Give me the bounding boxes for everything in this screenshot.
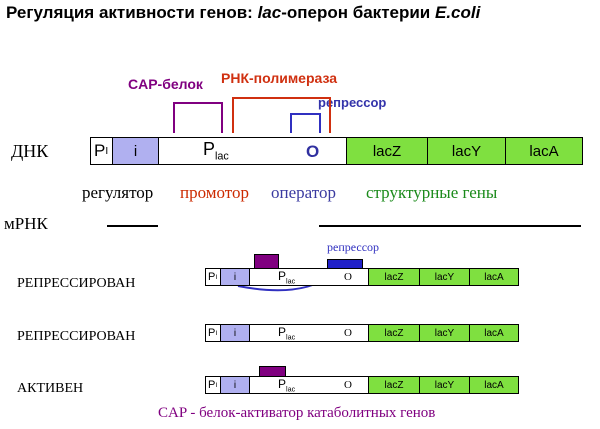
row3-i-gene: i	[221, 377, 250, 393]
row1-plac-sub: lac	[286, 276, 296, 286]
row1-laca-label: lacA	[484, 271, 504, 283]
row2-plac-letter: P	[278, 325, 287, 339]
plac-sub: lac	[215, 150, 229, 163]
i-gene-label: i	[133, 142, 138, 160]
repressor-bracket	[290, 113, 321, 133]
row3-i-label: i	[233, 379, 237, 391]
row3-lacz: lacZ	[369, 377, 420, 393]
row3-plac-letter: P	[278, 377, 287, 391]
row3-lacy: lacY	[420, 377, 470, 393]
mrna-line-regulator	[107, 225, 158, 227]
laca-label: lacA	[529, 142, 559, 160]
mrna-line-structural	[319, 225, 581, 227]
state-label-3: АКТИВЕН	[17, 381, 84, 396]
region-promoter-label: промотор	[180, 183, 250, 202]
segment-promoter-operator: Plac O	[159, 138, 347, 164]
page-title: Регуляция активности генов: lac-оперон б…	[6, 3, 480, 23]
row1-operator: O	[344, 271, 352, 283]
segment-lacz: lacZ	[347, 138, 428, 164]
row3-plac: Plac	[278, 377, 295, 393]
mrna-label: мРНК	[4, 214, 48, 233]
row3-plac-sub: lac	[286, 384, 296, 394]
region-structural-label: структурные гены	[366, 183, 498, 202]
row2-lacz: lacZ	[369, 325, 420, 341]
row2-plac-sub: lac	[286, 332, 296, 342]
row2-lacz-label: lacZ	[384, 327, 404, 339]
row2-i-label: i	[233, 327, 237, 339]
row1-lacz-label: lacZ	[384, 271, 404, 283]
operator-o-label: O	[306, 142, 320, 161]
cap-protein-label: CAP-белок	[128, 76, 203, 92]
segment-i-gene: i	[113, 138, 159, 164]
row2-plac: Plac	[278, 325, 295, 341]
row1-plac-letter: P	[278, 269, 287, 283]
row2-laca-label: lacA	[484, 327, 504, 339]
repressor-label: репрессор	[318, 95, 387, 110]
row2-lacy-label: lacY	[434, 327, 455, 339]
segment-laca: lacA	[506, 138, 582, 164]
row1-promoter-operator: Plac O	[250, 269, 369, 285]
segment-lacy: lacY	[428, 138, 506, 164]
row1-i-label: i	[233, 271, 237, 283]
small-repressor-label: репрессор	[327, 240, 380, 254]
row3-lacy-label: lacY	[434, 379, 455, 391]
row2-pi-sub: I	[215, 329, 218, 337]
row2-lacy: lacY	[420, 325, 470, 341]
row3-lacz-label: lacZ	[384, 379, 404, 391]
title-lac: lac	[257, 3, 282, 22]
row1-lacz: lacZ	[369, 269, 420, 285]
row1-lacy-label: lacY	[434, 271, 455, 283]
row1-pi-letter: P	[208, 271, 216, 283]
title-ecoli: E.coli	[435, 3, 481, 22]
pi-sub: I	[105, 145, 109, 157]
row3-laca-label: lacA	[484, 379, 504, 391]
region-operator-label: оператор	[271, 183, 336, 202]
rna-polymerase-bracket	[232, 97, 331, 133]
row1-pi-sub: I	[215, 273, 218, 281]
footer-caption: CAP - белок-активатор катаболитных генов	[158, 405, 436, 421]
row1-laca: lacA	[470, 269, 518, 285]
state-label-1: РЕПРЕССИРОВАН	[17, 276, 136, 291]
row3-pi-letter: P	[208, 379, 216, 391]
row3-pi-sub: I	[215, 381, 218, 389]
row2-i-gene: i	[221, 325, 250, 341]
rna-polymerase-label: РНК-полимераза	[221, 70, 338, 86]
row2-promoter-operator: Plac O	[250, 325, 369, 341]
lacy-label: lacY	[451, 142, 482, 160]
row3-promoter-operator: Plac O	[250, 377, 369, 393]
row3-operator: O	[344, 379, 352, 391]
dna-label: ДНК	[11, 141, 49, 161]
row1-lacy: lacY	[420, 269, 470, 285]
row2-pi-letter: P	[208, 327, 216, 339]
plac-letter: P	[203, 139, 216, 159]
state-label-2: РЕПРЕССИРОВАН	[17, 329, 136, 344]
cap-bracket	[173, 102, 223, 133]
plac-label: Plac	[203, 139, 229, 163]
lacz-label: lacZ	[372, 142, 402, 160]
pi-letter: P	[94, 141, 106, 160]
row1-i-gene: i	[221, 269, 250, 285]
row3-laca: lacA	[470, 377, 518, 393]
cap-protein-box-1	[254, 254, 279, 269]
row2-operator: O	[344, 327, 352, 339]
title-middle: -оперон бактерии	[281, 3, 431, 22]
row1-plac: Plac	[278, 269, 295, 285]
title-prefix: Регуляция активности генов:	[6, 3, 253, 22]
row2-laca: lacA	[470, 325, 518, 341]
region-regulator-label: регулятор	[82, 183, 154, 202]
